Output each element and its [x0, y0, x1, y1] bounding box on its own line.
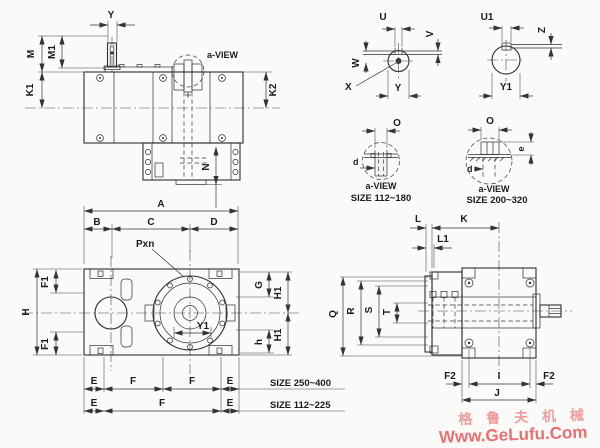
dim-label-u: U — [379, 12, 386, 23]
dim-label-d-large: d — [467, 164, 473, 174]
dim-label-e-r2a: E — [91, 398, 98, 409]
dim-label-h-low: h — [254, 339, 265, 345]
dim-label-f-r1b: F — [189, 376, 195, 387]
dim-label-o-large: O — [486, 116, 494, 127]
dim-label-h: H — [21, 308, 32, 315]
dim-label-c: C — [147, 217, 154, 228]
dim-label-r: R — [346, 307, 357, 315]
dim-label-i: I — [498, 371, 501, 382]
dim-label-y: Y — [108, 10, 115, 21]
dim-label-k2: K2 — [268, 83, 279, 96]
input-shaft-end-view: U V W X Y — [345, 12, 442, 99]
detail-view-large: O e d a-VIEW SIZE 200~320 — [465, 116, 534, 206]
bolt-circle-label: Pxn — [136, 239, 154, 250]
detail-large-size-range: SIZE 200~320 — [466, 195, 527, 206]
dim-label-l1: L1 — [437, 234, 449, 245]
detail-large-caption: a-VIEW — [478, 184, 510, 194]
dim-label-q: Q — [328, 310, 339, 318]
dim-label-d: D — [210, 217, 217, 228]
dim-label-f2-left: F2 — [444, 371, 456, 382]
dim-label-j: J — [494, 388, 500, 399]
dim-label-v: V — [425, 30, 436, 37]
dim-label-d-small: d — [353, 157, 359, 167]
detail-small-caption: a-VIEW — [365, 181, 397, 191]
dim-label-f2-right: F2 — [543, 371, 555, 382]
dim-label-b: B — [93, 217, 100, 228]
dim-label-y2: Y — [395, 83, 402, 94]
size-row2-label: SIZE 112~225 — [270, 400, 331, 411]
dim-label-y1-plan: Y1 — [197, 321, 210, 332]
dim-label-f1-top: F1 — [40, 276, 51, 288]
right-side-dimensions: L K L1 Q R S T F2 I F2 J — [328, 214, 555, 403]
dim-label-l: L — [415, 214, 421, 225]
output-shaft-end-view: U1 Z Y1 — [479, 12, 562, 99]
dim-label-h1-bottom: H1 — [273, 328, 284, 341]
side-elevation-dimensions: Y M M1 K1 K2 N a-VIEW — [25, 10, 279, 208]
dim-label-h1-top: H1 — [273, 286, 284, 299]
dim-label-e: e — [516, 146, 526, 151]
dim-label-m: M — [26, 50, 37, 58]
input-shaft-end-dimensions: U V W X Y — [345, 12, 441, 99]
lower-extension — [142, 142, 241, 185]
dim-label-a: A — [157, 199, 164, 210]
right-side-view: L K L1 Q R S T F2 I F2 J — [328, 214, 572, 403]
a-view-callout: a-VIEW — [207, 50, 239, 60]
dim-label-k: K — [460, 214, 468, 225]
dim-label-y1-shaft: Y1 — [500, 82, 513, 93]
dim-label-e-r2b: E — [227, 398, 234, 409]
dim-label-f-r2: F — [159, 398, 165, 409]
dim-label-e-r1a: E — [91, 376, 98, 387]
dim-label-w: W — [351, 58, 362, 68]
housing-bolts — [96, 74, 226, 142]
detail-large-dimensions: O e d — [467, 116, 534, 174]
dim-label-g: G — [254, 281, 265, 289]
output-shaft-end-dimensions: U1 Z Y1 — [479, 12, 554, 99]
side-elevation-view: Y M M1 K1 K2 N a-VIEW — [25, 10, 280, 208]
plan-dimensions: A B C D Pxn F1 H F1 G H1 h H1 — [21, 199, 345, 414]
mounting-feet — [89, 268, 233, 356]
dim-label-e-r1b: E — [227, 376, 234, 387]
output-flange — [144, 275, 236, 351]
dim-label-n: N — [201, 163, 212, 170]
watermark: 格 鲁 夫 机 械 Www.GeLufu.Com — [439, 407, 589, 447]
detail-small-size-range: SIZE 112~180 — [351, 193, 411, 204]
watermark-brand-text: 格 鲁 夫 机 械 — [458, 407, 589, 428]
input-shaft-assembly — [171, 54, 205, 177]
dim-label-o-small: O — [393, 118, 401, 129]
dim-label-t: T — [382, 309, 393, 315]
dim-label-f1-bottom: F1 — [40, 338, 51, 350]
plan-view: A B C D Pxn F1 H F1 G H1 h H1 — [21, 199, 345, 414]
watermark-url-text: Www.GeLufu.Com — [439, 423, 588, 447]
dim-label-u1: U1 — [481, 12, 494, 23]
dim-label-z: Z — [537, 27, 548, 33]
detail-view-small: O d a-VIEW SIZE 112~180 — [351, 118, 411, 204]
dim-label-m1: M1 — [47, 45, 58, 59]
dim-label-k1: K1 — [25, 83, 36, 96]
dim-label-s: S — [364, 306, 375, 313]
dim-label-f-r1a: F — [130, 376, 136, 387]
detail-small-dimensions: O d — [353, 118, 401, 171]
surface-hatching — [469, 157, 505, 162]
size-row1-label: SIZE 250~400 — [270, 378, 331, 389]
dim-label-x: X — [345, 82, 352, 93]
